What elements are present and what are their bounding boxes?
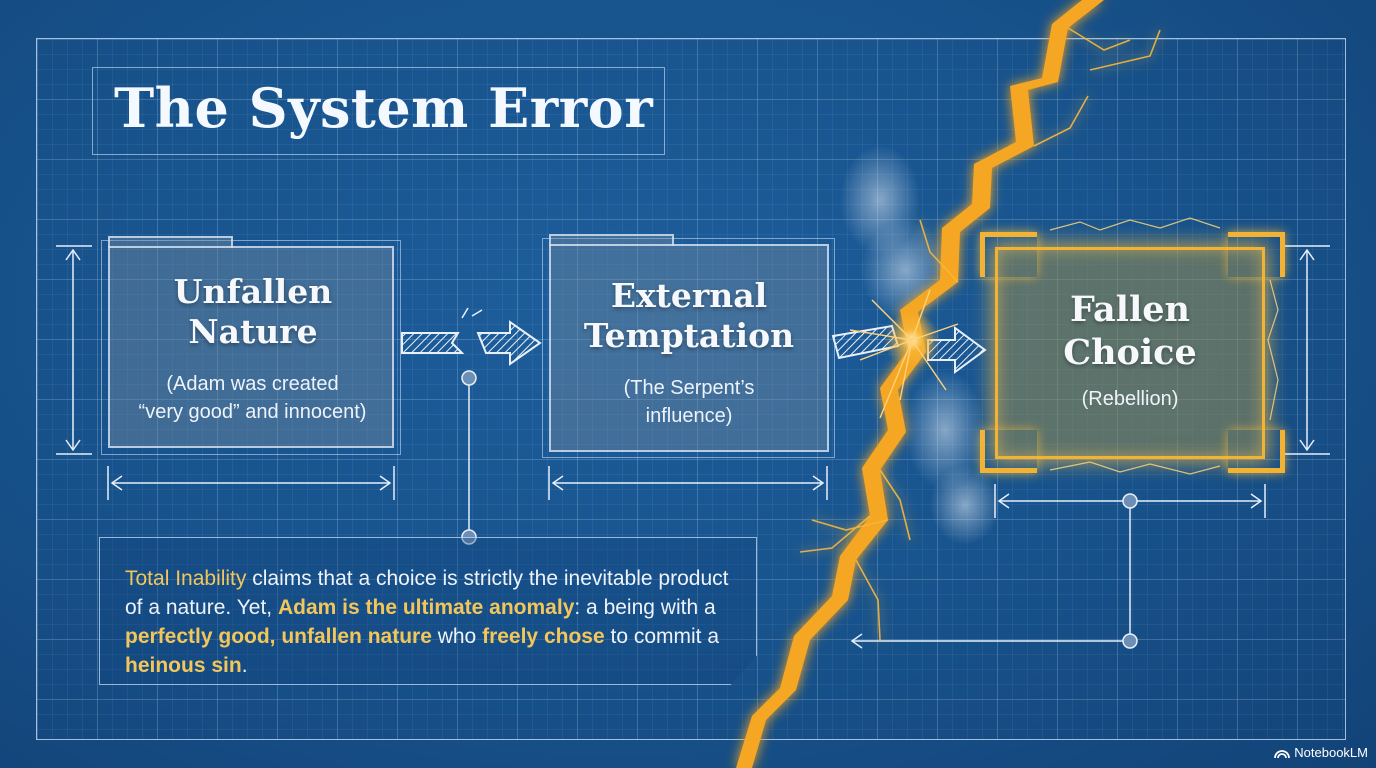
highlight-freely-chose: freely chose <box>482 625 605 648</box>
notebooklm-watermark: NotebookLM <box>1274 745 1368 760</box>
note-text: : a being with a <box>574 596 716 619</box>
panel-external-temptation <box>549 244 829 452</box>
panel-title-temptation: External Temptation <box>549 276 829 356</box>
panel-sub-fallen: (Rebellion) <box>995 385 1265 413</box>
panel-title-line: Unfallen <box>173 272 333 311</box>
panel-fallen-choice <box>995 247 1265 459</box>
explanation-box <box>99 537 757 685</box>
dimension-lines-3 <box>994 245 1330 518</box>
panel-title-fallen: Fallen Choice <box>995 288 1265 374</box>
panel-title-unfallen: Unfallen Nature <box>108 272 398 352</box>
note-text: to commit a <box>604 625 720 648</box>
highlight-heinous-sin: heinous sin <box>125 654 242 677</box>
corner-bracket-tl <box>980 232 1037 277</box>
panel-sub-line: influence) <box>645 405 733 427</box>
corner-bracket-tr <box>1228 232 1285 277</box>
note-text: who <box>431 625 483 648</box>
highlight-anomaly: Adam is the ultimate anomaly <box>277 596 575 619</box>
corner-bracket-br <box>1228 430 1285 473</box>
panel-unfallen-nature <box>108 246 394 448</box>
panel-sub-line: (Rebellion) <box>1081 388 1179 410</box>
dimension-lines-2 <box>548 466 828 500</box>
panel-title-line: Nature <box>188 312 318 351</box>
panel-sub-unfallen: (Adam was created “very good” and innoce… <box>100 370 405 426</box>
highlight-good-nature: perfectly good, unfallen nature <box>125 625 432 648</box>
connector-1 <box>461 370 477 545</box>
corner-bracket-bl <box>980 430 1037 473</box>
explanation-text: Total Inability claims that a choice is … <box>125 564 745 680</box>
title-frame <box>92 67 665 155</box>
lightning-bolt <box>736 0 1161 768</box>
notebooklm-icon <box>1274 749 1291 758</box>
panel-sub-line: “very good” and innocent) <box>138 401 367 423</box>
connector-2 <box>850 493 1138 649</box>
panel-title-line: External <box>610 276 768 315</box>
panel-title-line: Choice <box>1063 332 1197 373</box>
panel-title-line: Temptation <box>583 316 795 355</box>
folder-tab-1 <box>108 236 233 248</box>
note-text: claims that a choice is strictly the ine… <box>125 567 729 619</box>
panel-sub-line: (Adam was created <box>166 373 339 395</box>
panel-sub-temptation: (The Serpent’s influence) <box>549 374 829 430</box>
panel-sub-line: (The Serpent’s <box>623 377 755 399</box>
folder-tab-2 <box>549 234 674 246</box>
page-title: The System Error <box>114 76 654 140</box>
sparks <box>849 289 959 419</box>
broken-arrow-1 <box>401 307 542 366</box>
note-text: . <box>241 654 248 677</box>
brand-label: NotebookLM <box>1294 745 1368 760</box>
dimension-lines-1 <box>56 245 395 500</box>
panel-outline-2 <box>542 238 835 458</box>
panel-title-line: Fallen <box>1070 289 1190 330</box>
term-total-inability: Total Inability <box>125 567 247 590</box>
electric-glow <box>1049 217 1279 475</box>
panel-outline-1 <box>101 240 401 455</box>
